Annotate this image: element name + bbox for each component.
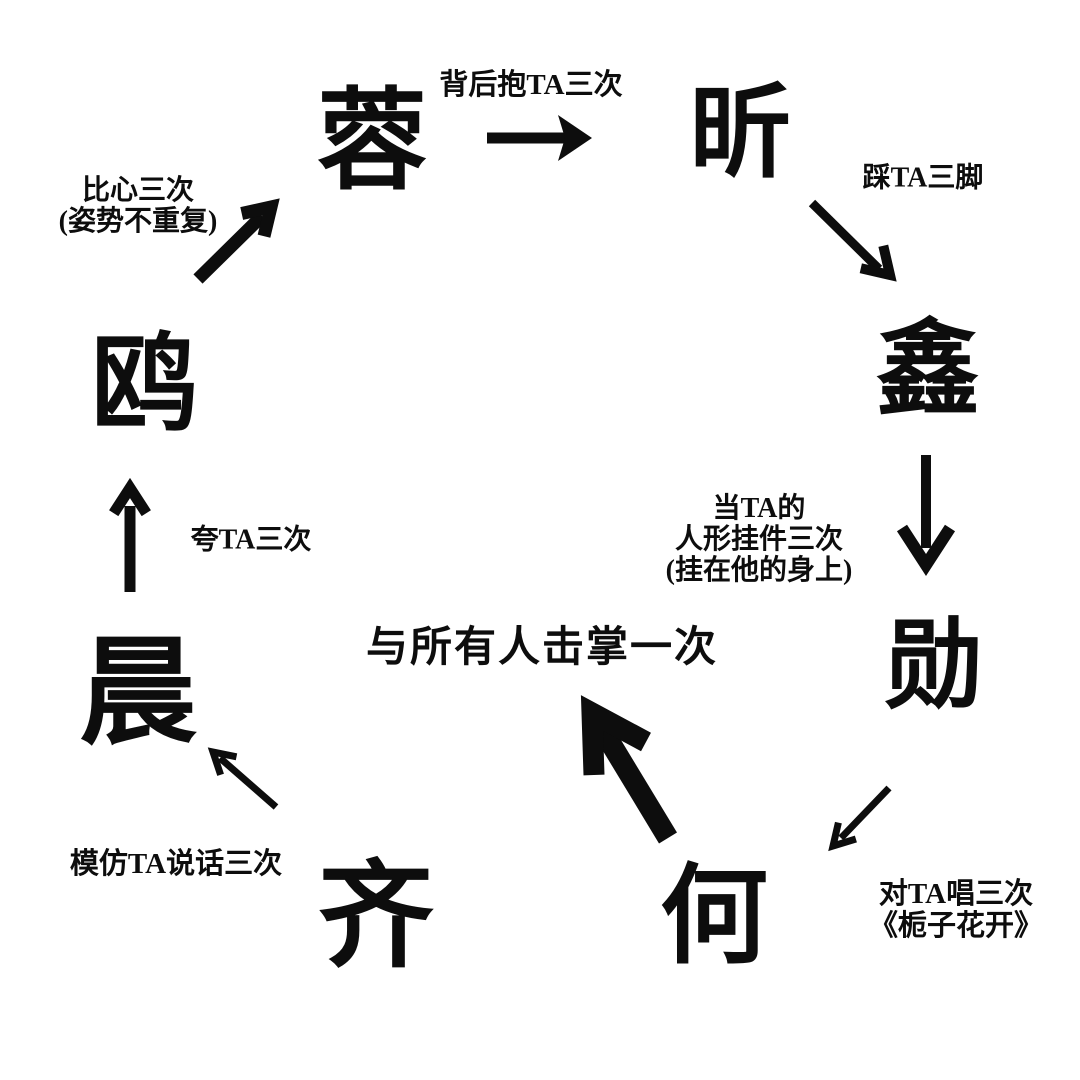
edge-label-qi-chen: 模仿TA说话三次 [69, 848, 283, 881]
center-action-label: 与所有人击掌一次 [366, 625, 718, 671]
node-qi: 齐 [318, 854, 434, 982]
node-rong: 蓉 [317, 81, 427, 203]
edge-label-line: 踩TA三脚 [862, 162, 984, 194]
edge-label-line: 比心三次 [81, 175, 194, 207]
edge-label-xun-he: 对TA唱三次 《栀子花开》 [868, 878, 1044, 943]
edge-label-xin-xin2: 踩TA三脚 [862, 162, 984, 195]
arrow-xun-to-he [828, 785, 892, 852]
edge-label-line: 人形挂件三次 [674, 523, 843, 555]
edge-label-line: 对TA唱三次 [878, 878, 1034, 911]
edge-label-chen-ou: 夸TA三次 [190, 524, 312, 557]
center-action-text: 与所有人击掌一次 [365, 624, 719, 671]
edge-label-xin2-xun: 当TA的 人形挂件三次 (挂在他的身上) [665, 492, 853, 586]
edge-label-line: (姿势不重复) [58, 206, 218, 237]
arrow-ou-to-rong [193, 198, 280, 284]
edge-label-line: 模仿TA说话三次 [69, 848, 283, 881]
node-ou: 鸥 [91, 327, 197, 444]
arrow-xin-to-xin2 [808, 199, 897, 282]
arrow-rong-to-xin [487, 115, 592, 161]
edge-label-line: 背后抱TA三次 [439, 69, 623, 102]
node-xun: 勋 [884, 613, 984, 721]
node-chen: 晨 [78, 628, 198, 759]
node-xin: 昕 [689, 78, 791, 191]
node-he: 何 [659, 858, 769, 977]
edge-label-line: 《栀子花开》 [868, 910, 1044, 942]
arrow-qi-to-chen [207, 747, 279, 810]
node-xin2: 鑫 [875, 313, 981, 428]
edge-label-line: 夸TA三次 [190, 524, 312, 556]
arrow-xin2-to-xun [896, 455, 956, 577]
arrow-chen-to-ou [109, 477, 151, 592]
arrow-he-to-center [580, 695, 677, 844]
edge-label-line: 当TA的 [712, 492, 806, 524]
edge-label-ou-rong: 比心三次 (姿势不重复) [58, 175, 218, 238]
edge-label-rong-xin: 背后抱TA三次 [439, 69, 623, 102]
edge-label-line: (挂在他的身上) [665, 554, 853, 586]
